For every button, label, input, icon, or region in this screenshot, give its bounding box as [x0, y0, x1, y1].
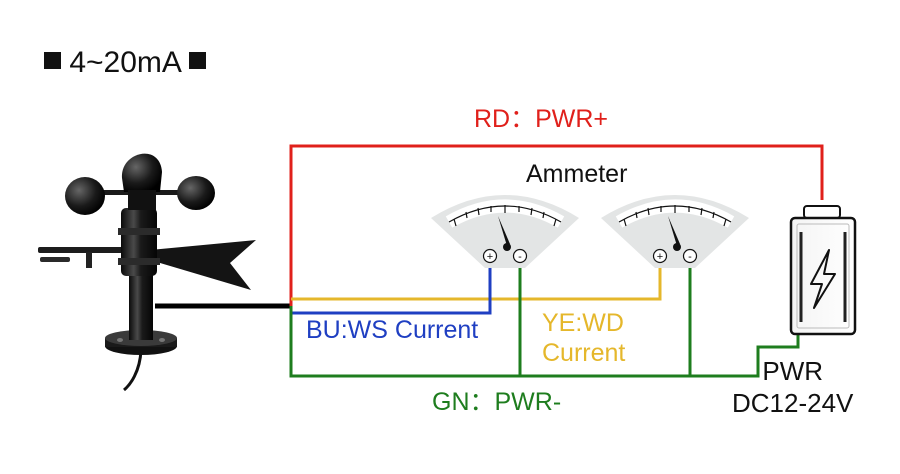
ammeter-icon: + - [601, 195, 749, 268]
green-wire-label: GN：PWR- [432, 388, 562, 416]
green-wire [289, 306, 800, 378]
ammeter-label: Ammeter [526, 160, 628, 188]
battery-icon [789, 205, 857, 336]
page-title: 4~20mA [44, 48, 206, 78]
power-label: PWR DC12-24V [732, 356, 853, 419]
yellow-wire-label-line1: YE:WD [542, 309, 624, 337]
yellow-wire-label: YE:WD Current [542, 309, 625, 368]
power-label-line2: DC12-24V [732, 387, 854, 418]
ammeter2-plus-symbol: + [657, 251, 663, 263]
blue-wire-label: BU:WS Current [306, 316, 479, 344]
ammeter-icon: + - [431, 195, 579, 268]
ammeter2-minus-symbol: - [688, 251, 692, 263]
red-wire [289, 144, 824, 306]
blue-wire [291, 262, 492, 315]
yellow-wire-label-line2: Current [542, 338, 626, 367]
ammeter1-plus-symbol: + [487, 251, 493, 263]
square-bullet-icon [44, 52, 61, 69]
wind-sensor-icon [38, 153, 256, 392]
yellow-wire [291, 262, 662, 301]
square-bullet-icon [188, 52, 206, 69]
lightning-bolt-icon [810, 249, 836, 309]
ammeter1-minus-symbol: - [518, 251, 522, 263]
title-text: 4~20mA [69, 46, 181, 79]
power-label-line1: PWR [762, 356, 824, 386]
red-wire-label: RD：PWR+ [474, 105, 609, 133]
wiring [155, 144, 824, 378]
